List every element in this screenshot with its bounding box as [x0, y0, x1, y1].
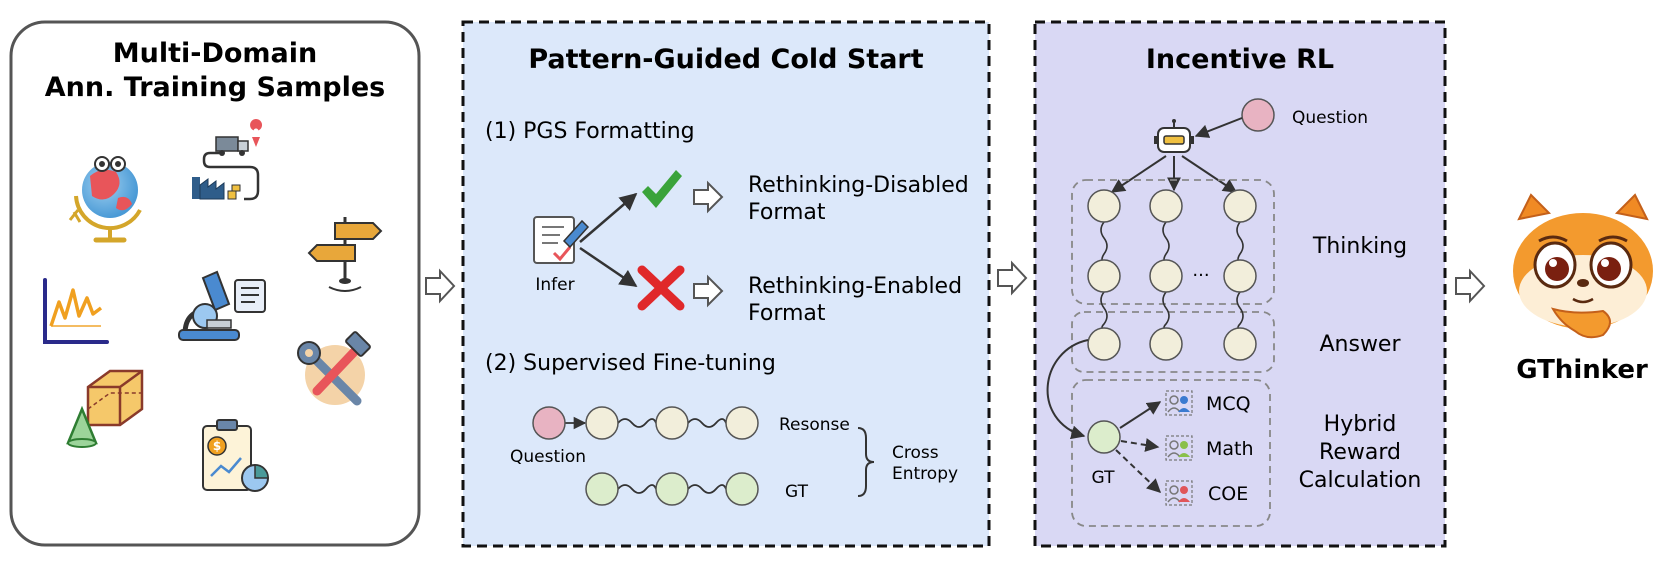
gt-label: GT — [785, 482, 809, 502]
out1-line1: Rethinking-Disabled — [748, 173, 969, 198]
loss-line1: Cross — [892, 443, 939, 463]
thinking-node — [1149, 189, 1183, 223]
answer-node — [1223, 327, 1257, 361]
finance-report-icon: $ — [202, 419, 269, 492]
microscope-icon — [178, 270, 266, 341]
answer-label: Answer — [1319, 332, 1401, 357]
step1-label: (1) PGS Formatting — [485, 119, 695, 144]
out2-line1: Rethinking-Enabled — [748, 274, 962, 299]
svg-text:$: $ — [213, 439, 221, 453]
ellipsis: ... — [1192, 260, 1209, 281]
panel1-title-line1: Multi-Domain — [113, 38, 318, 69]
hollow-arrow-icon — [693, 274, 724, 308]
response-label: Resonse — [779, 415, 850, 435]
reward-title-line3: Calculation — [1299, 468, 1422, 493]
flow-arrow-2 — [997, 260, 1028, 296]
loss-line2: Entropy — [892, 464, 958, 484]
rl-gt-label: GT — [1092, 468, 1116, 488]
thinking-node — [1149, 259, 1183, 293]
geometry-icon — [66, 369, 144, 448]
panel-cold-start: Pattern-Guided Cold Start (1) PGS Format… — [461, 20, 991, 548]
answer-node — [1087, 327, 1121, 361]
thinking-label: Thinking — [1312, 234, 1407, 259]
answer-group — [1071, 311, 1275, 373]
answer-node — [1149, 327, 1183, 361]
gthinker-label: GThinker — [1516, 355, 1648, 385]
question-node — [532, 406, 566, 440]
panel-incentive-rl: Incentive RL Question — [1033, 20, 1447, 548]
check-icon — [642, 170, 682, 208]
out2-line2: Format — [748, 301, 826, 326]
flow-arrow-1 — [425, 268, 456, 304]
hollow-arrow-icon — [693, 180, 724, 214]
signpost-icon — [307, 217, 383, 292]
cross-icon — [637, 265, 685, 311]
thinking-node — [1087, 189, 1121, 223]
logistics-icon — [192, 119, 263, 201]
document-edit-icon — [533, 216, 590, 264]
tools-icon — [297, 331, 371, 406]
reward-coe: COE — [1208, 483, 1248, 505]
response-node — [655, 406, 689, 440]
out1-line2: Format — [748, 200, 826, 225]
step2-label: (2) Supervised Fine-tuning — [485, 351, 776, 376]
reward-user-icon — [1165, 390, 1193, 416]
gt-node — [585, 472, 619, 506]
reward-group — [1071, 379, 1271, 527]
gt-node — [725, 472, 759, 506]
response-node — [585, 406, 619, 440]
line-chart-icon — [43, 278, 109, 344]
brace — [857, 427, 875, 497]
gt-node — [1087, 420, 1121, 454]
thinking-node — [1087, 259, 1121, 293]
thinking-group — [1071, 179, 1275, 305]
mascot-icon — [1513, 193, 1653, 339]
response-node — [725, 406, 759, 440]
panel2-title: Pattern-Guided Cold Start — [528, 44, 923, 75]
question-label: Question — [510, 447, 586, 467]
robot-icon — [1154, 119, 1194, 153]
rl-question-label: Question — [1292, 108, 1368, 128]
reward-user-icon — [1165, 480, 1193, 506]
thinking-node — [1223, 189, 1257, 223]
reward-mcq: MCQ — [1206, 393, 1251, 415]
thinking-node — [1223, 259, 1257, 293]
flow-arrow-3 — [1455, 268, 1486, 304]
panel3-title: Incentive RL — [1146, 44, 1334, 75]
panel1-title-line2: Ann. Training Samples — [45, 72, 385, 103]
reward-user-icon — [1165, 435, 1193, 461]
infer-label: Infer — [535, 275, 574, 295]
panel-training-samples: Multi-Domain Ann. Training Samples — [9, 20, 421, 547]
question-node — [1241, 98, 1275, 132]
reward-title-line1: Hybrid — [1324, 412, 1397, 437]
reward-math: Math — [1206, 438, 1254, 460]
reward-title-line2: Reward — [1319, 440, 1401, 465]
gt-node — [655, 472, 689, 506]
globe-icon — [68, 156, 142, 243]
